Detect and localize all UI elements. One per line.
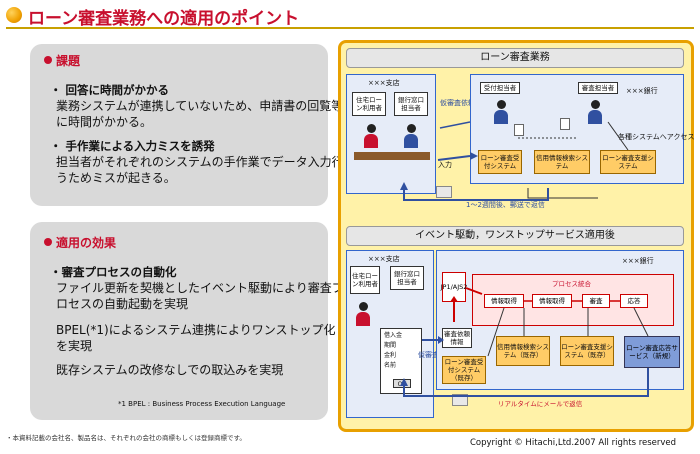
bottom-housing-loan-user: 住宅ローン利用者 (350, 266, 380, 294)
top-reply-label: 1～2週間後、郵送で返信 (466, 201, 545, 209)
effect-3-text: 既存システムの改修なしでの取込みを実現 (56, 363, 284, 377)
bottom-bank-label: ×××銀行 (622, 257, 654, 265)
top-reviewer: 審査担当者 (578, 82, 618, 94)
top-input-label: 入力 (438, 161, 452, 169)
top-housing-loan-user: 住宅ローン利用者 (352, 92, 386, 116)
form-field-name: 名前 (384, 362, 397, 369)
bpel-footnote: *1 BPEL : Business Process Execution Lan… (118, 400, 286, 408)
issue-1-text: 業務システムが連携していないため、申請書の回覧等に時間がかかる。 (56, 99, 344, 129)
issues-heading-text: 課題 (56, 54, 81, 68)
top-screening-system: ローン審査受付システム (478, 150, 522, 174)
step-info-2: 情報取得 (532, 294, 572, 308)
effects-panel: 適用の効果 ・審査プロセスの自動化 ファイル更新を契機としたイベント駆動により審… (30, 222, 344, 420)
user-person-icon (356, 302, 370, 326)
top-diagram-arrows (400, 121, 629, 201)
page-title: ローン審査業務への適用のポイント (28, 9, 300, 29)
effect-2-text: BPEL(*1)によるシステム連携によりワンストップ化を実現 (56, 323, 336, 353)
bottom-request-label: 仮審査依頼 (418, 350, 453, 360)
top-branch-label: ×××支店 (368, 79, 400, 87)
bottom-diagram-arrows (400, 287, 649, 397)
trademark-note: ・本資料記載の会社名、製品名は、それぞれの会社の商標もしくは登録商標です。 (6, 434, 246, 442)
issue-2-text: 担当者がそれぞれのシステムの手作業でデータ入力行うためミスが起きる。 (56, 155, 344, 185)
bottom-diagram-title: イベント駆動，ワンストップサービス適用後 (346, 226, 684, 246)
copyright: Copyright © Hitachi,Ltd.2007 All rights … (470, 438, 677, 448)
top-support-system: ローン審査支援システム (600, 150, 656, 174)
step-info-1: 情報取得 (484, 294, 524, 308)
title-bullet-icon (6, 7, 22, 23)
step-review: 審査 (582, 294, 610, 308)
top-reception-staff: 受付担当者 (480, 82, 520, 94)
top-access-label: 各種システムへアクセス (618, 133, 695, 141)
envelope-icon (436, 186, 452, 198)
document-icon (560, 118, 570, 130)
review-info-doc: 審査依頼情報 (442, 328, 472, 348)
bullet-icon (44, 238, 52, 246)
issue-2-head: ・ 手作業による入力ミスを誘発 (50, 139, 215, 153)
form-field-term: 期間 (384, 342, 397, 349)
bottom-branch-label: ×××支店 (368, 255, 400, 263)
user-person-icon (364, 124, 378, 148)
staff-person-icon (404, 124, 418, 148)
bullet-icon (44, 56, 52, 64)
issue-1-head: ・ 回答に時間がかかる (50, 83, 170, 97)
loan-form: 借入金 期間 金利 名前 OK (380, 328, 422, 394)
form-field-loan: 借入金 (384, 332, 403, 339)
step-response: 応答 (620, 294, 648, 308)
effect-1-text: ファイル更新を契機としたイベント駆動により審査プロセスの自動起動を実現 (56, 281, 344, 311)
reviewer-person-icon (588, 100, 602, 124)
top-credit-system: 信用情報検索システム (534, 150, 590, 174)
issues-panel: 課題 ・ 回答に時間がかかる 業務システムが連携していないため、申請書の回覧等に… (30, 44, 344, 206)
bottom-support-system: ローン審査支援システム（既存） (560, 336, 614, 366)
counter-desk (354, 152, 430, 160)
effects-heading-text: 適用の効果 (56, 236, 117, 250)
bottom-credit-system: 信用情報検索システム（既存） (496, 336, 550, 366)
bottom-response-service: ローン審査応答サービス（新規） (624, 336, 680, 368)
process-integration-label: プロセス統合 (552, 280, 591, 288)
effect-1-head: ・審査プロセスの自動化 (50, 265, 177, 279)
bottom-bank-window: 銀行窓口担当者 (390, 266, 424, 290)
title-underline (6, 27, 694, 29)
bottom-reply-label: リアルタイムにメールで返信 (498, 400, 583, 408)
effects-heading: 適用の効果 (44, 234, 116, 251)
top-request-label: 仮審査依頼 (440, 99, 475, 107)
form-field-rate: 金利 (384, 352, 397, 359)
top-diagram-title: ローン審査業務 (346, 48, 684, 68)
top-bank-label: ×××銀行 (626, 87, 658, 95)
reception-person-icon (494, 100, 508, 124)
top-bank-window: 銀行窓口担当者 (394, 92, 428, 116)
document-icon (514, 124, 524, 136)
issues-heading: 課題 (44, 52, 80, 69)
jp1-ajs2-box: JP1/AJS2 (441, 272, 467, 302)
bottom-screening-system: ローン審査受付システム（既存） (442, 356, 486, 384)
